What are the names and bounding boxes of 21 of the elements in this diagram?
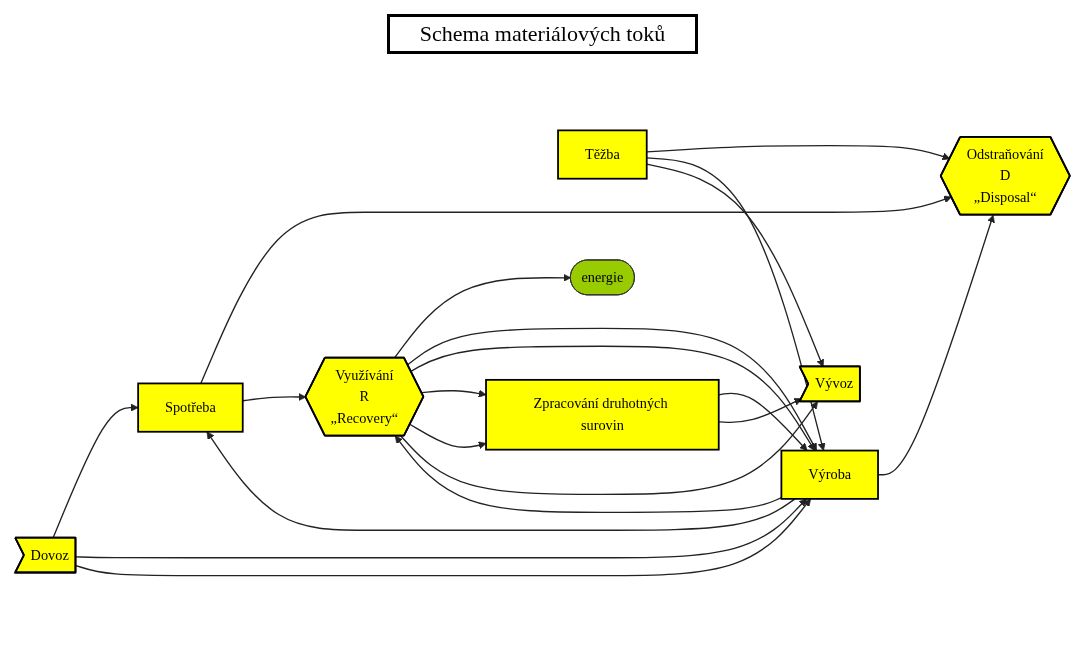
arrow — [393, 273, 572, 359]
arrow — [394, 435, 783, 513]
arrow — [75, 498, 807, 559]
arrow — [200, 195, 952, 385]
arrow — [242, 393, 307, 402]
arrow — [718, 392, 808, 451]
arrow — [75, 498, 811, 577]
arrow — [409, 423, 487, 450]
arrow — [420, 389, 487, 398]
diagram-title: Schema materiálových toků — [386, 14, 699, 54]
node-box: Zpracování druhotných surovin — [485, 378, 720, 451]
arrow — [400, 401, 818, 496]
arrow — [718, 398, 802, 424]
node-box: Spotřeba — [137, 382, 244, 433]
node-box: Těžba — [557, 129, 648, 180]
arrow — [646, 157, 826, 451]
arrow — [410, 345, 816, 451]
arrow — [646, 144, 951, 161]
arrow — [407, 327, 817, 451]
node-box: Výroba — [780, 449, 879, 500]
arrow — [206, 431, 796, 531]
